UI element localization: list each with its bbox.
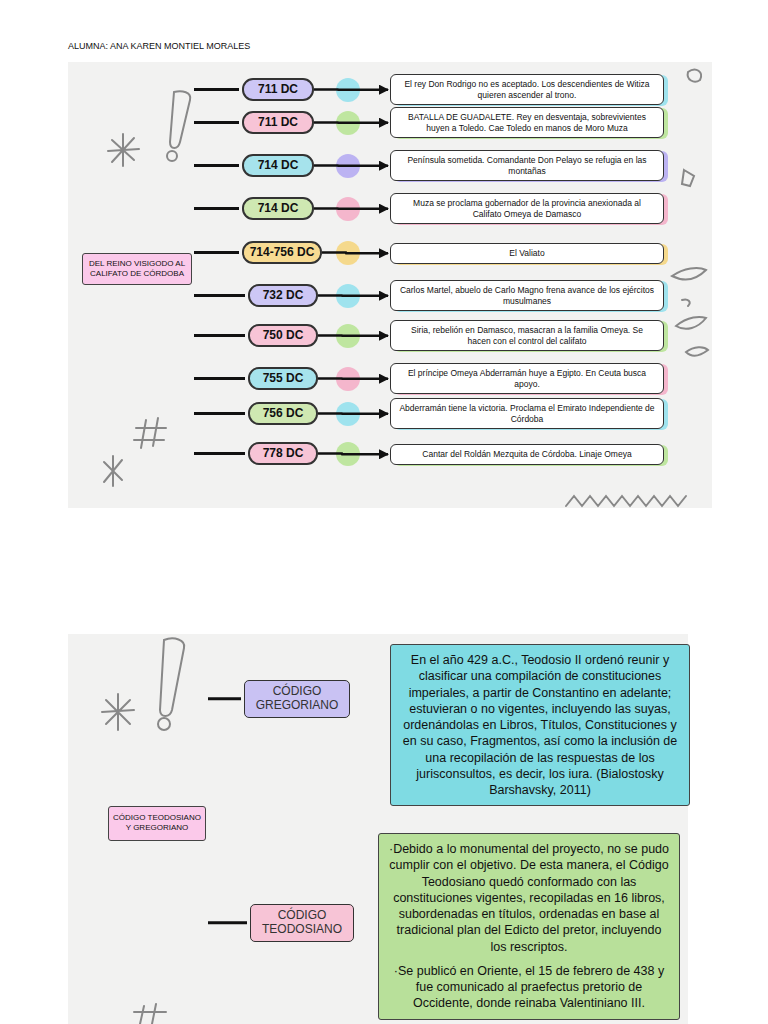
branch-line xyxy=(194,452,245,455)
node-text: Muza se proclama gobernador de la provin… xyxy=(399,198,655,219)
node-text: 755 DC xyxy=(263,372,304,385)
info-box: Península sometida. Comandante Don Pelay… xyxy=(390,150,664,181)
branch-line xyxy=(194,207,239,210)
arrow-connector xyxy=(318,294,388,297)
node-text: Carlos Martel, abuelo de Carlo Magno fre… xyxy=(399,285,655,306)
date-pill: 755 DC xyxy=(248,367,318,390)
branch-line xyxy=(194,412,245,415)
node-text: 732 DC xyxy=(263,289,304,302)
info-box: Siria, rebelión en Damasco, masacran a l… xyxy=(390,320,664,351)
node-text: DEL REINO VISIGODO AL CALIFATO DE CÓRDOB… xyxy=(87,259,187,279)
info-box: BATALLA DE GUADALETE. Rey en desventaja,… xyxy=(390,107,664,138)
node-text: Cantar del Roldán Mezquita de Córdoba. L… xyxy=(422,449,631,460)
branch-line xyxy=(194,334,245,337)
root-box: CÓDIGO TEODOSIANO Y GREGORIANO xyxy=(108,806,206,841)
info-box: Muza se proclama gobernador de la provin… xyxy=(390,193,664,224)
branch-line xyxy=(194,121,239,124)
node-text: 756 DC xyxy=(263,407,304,420)
date-pill: 711 DC xyxy=(242,111,314,134)
info-box: CÓDIGO TEODOSIANO xyxy=(250,904,354,942)
date-pill: 714 DC xyxy=(242,154,314,177)
date-pill: 711 DC xyxy=(242,78,314,101)
node-text: ·Debido a lo monumental del proyecto, no… xyxy=(387,841,671,955)
info-box: Carlos Martel, abuelo de Carlo Magno fre… xyxy=(390,280,664,311)
info-box: Cantar del Roldán Mezquita de Córdoba. L… xyxy=(390,444,664,465)
author-label: ALUMNA: ANA KAREN MONTIEL MORALES xyxy=(68,41,250,51)
arrow-connector xyxy=(314,88,388,91)
branch-line xyxy=(194,251,239,254)
node-text: 714 DC xyxy=(258,202,299,215)
info-box: El rey Don Rodrigo no es aceptado. Los d… xyxy=(390,74,664,105)
branch-line xyxy=(208,697,241,700)
branch-line xyxy=(194,377,245,380)
branch-line xyxy=(208,921,247,924)
arrow-connector xyxy=(318,334,388,337)
date-pill: 756 DC xyxy=(248,402,318,425)
node-text: ·Se publicó en Oriente, el 15 de febrero… xyxy=(387,963,671,1012)
node-text: 711 DC xyxy=(258,83,298,96)
root-box: DEL REINO VISIGODO AL CALIFATO DE CÓRDOB… xyxy=(82,253,192,285)
node-text: El príncipe Omeya Abderramán huye a Egip… xyxy=(399,368,655,389)
node-text: En el año 429 a.C., Teodosio II ordenó r… xyxy=(399,652,681,798)
date-pill: 778 DC xyxy=(248,442,318,465)
info-box: En el año 429 a.C., Teodosio II ordenó r… xyxy=(390,644,690,806)
node-text: CÓDIGO TEODOSIANO xyxy=(255,909,349,937)
info-box: ·Debido a lo monumental del proyecto, no… xyxy=(378,833,680,1020)
arrow-connector xyxy=(314,207,388,210)
node-text: CÓDIGO GREGORIANO xyxy=(249,685,345,713)
info-box: El Valiato xyxy=(390,243,664,264)
node-text: 714 DC xyxy=(258,159,299,172)
node-text: 750 DC xyxy=(263,329,304,342)
branch-line xyxy=(194,294,245,297)
node-text: Abderramán tiene la victoria. Proclama e… xyxy=(399,403,655,424)
info-box: Abderramán tiene la victoria. Proclama e… xyxy=(390,398,664,429)
node-text: El Valiato xyxy=(509,248,544,259)
arrow-connector xyxy=(318,452,388,455)
info-box: CÓDIGO GREGORIANO xyxy=(244,680,350,718)
info-box: El príncipe Omeya Abderramán huye a Egip… xyxy=(390,363,664,394)
node-text: CÓDIGO TEODOSIANO Y GREGORIANO xyxy=(113,813,201,834)
node-text: BATALLA DE GUADALETE. Rey en desventaja,… xyxy=(399,112,655,133)
date-pill: 714-756 DC xyxy=(242,241,322,264)
node-text: El rey Don Rodrigo no es aceptado. Los d… xyxy=(399,79,655,100)
date-pill: 750 DC xyxy=(248,324,318,347)
date-pill: 714 DC xyxy=(242,197,314,220)
branch-line xyxy=(194,164,239,167)
node-text: 778 DC xyxy=(263,447,304,460)
arrow-connector xyxy=(322,251,388,254)
arrow-connector xyxy=(318,412,388,415)
node-text: 714-756 DC xyxy=(250,246,315,259)
arrow-connector xyxy=(314,164,388,167)
node-text: 711 DC xyxy=(258,116,298,129)
node-text: Siria, rebelión en Damasco, masacran a l… xyxy=(399,325,655,346)
node-text: Península sometida. Comandante Don Pelay… xyxy=(399,155,655,176)
date-pill: 732 DC xyxy=(248,284,318,307)
arrow-connector xyxy=(314,121,388,124)
branch-line xyxy=(194,88,239,91)
arrow-connector xyxy=(318,377,388,380)
